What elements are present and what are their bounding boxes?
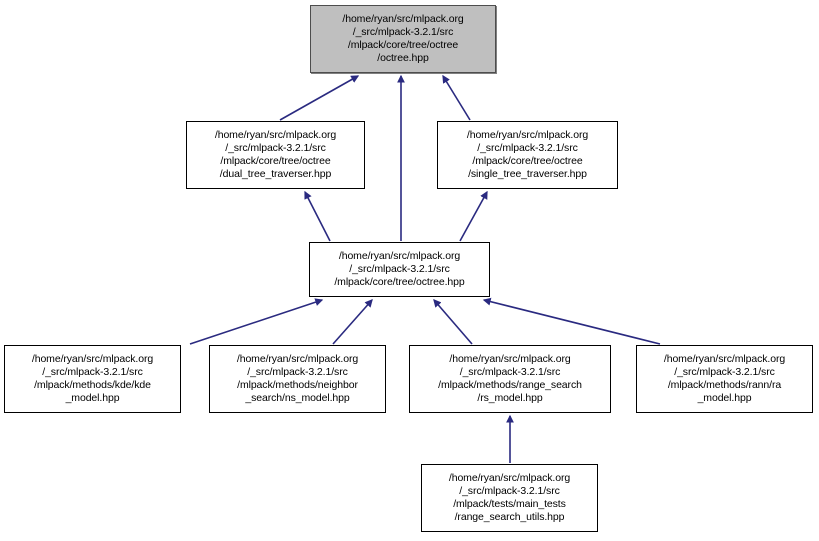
graph-node-label: /home/ryan/src/mlpack.org /_src/mlpack-3… [236,352,359,405]
graph-node-label: /home/ryan/src/mlpack.org /_src/mlpack-3… [214,128,337,181]
graph-node-kde_model[interactable]: /home/ryan/src/mlpack.org /_src/mlpack-3… [4,345,181,413]
graph-node-label: /home/ryan/src/mlpack.org /_src/mlpack-3… [342,12,464,65]
graph-edge-dual_tree_traverser-to-octree_impl [279,75,360,121]
graph-node-label: /home/ryan/src/mlpack.org /_src/mlpack-3… [334,249,465,289]
graph-edge-octree_hpp-to-dual_tree_traverser [304,190,331,242]
graph-node-octree_impl[interactable]: /home/ryan/src/mlpack.org /_src/mlpack-3… [310,5,496,73]
graph-node-label: /home/ryan/src/mlpack.org /_src/mlpack-3… [448,471,571,524]
graph-edge-single_tree_traverser-to-octree_impl [442,74,471,121]
graph-node-dual_tree_traverser[interactable]: /home/ryan/src/mlpack.org /_src/mlpack-3… [186,121,365,189]
graph-edge-rs_model-to-octree_hpp [433,299,473,345]
graph-node-ra_model[interactable]: /home/ryan/src/mlpack.org /_src/mlpack-3… [636,345,813,413]
graph-node-label: /home/ryan/src/mlpack.org /_src/mlpack-3… [31,352,154,405]
graph-node-label: /home/ryan/src/mlpack.org /_src/mlpack-3… [438,352,582,405]
graph-node-label: /home/ryan/src/mlpack.org /_src/mlpack-3… [466,128,589,181]
graph-node-range_search_utils[interactable]: /home/ryan/src/mlpack.org /_src/mlpack-3… [421,464,598,532]
graph-edge-ra_model-to-octree_hpp [482,297,661,345]
graph-edge-octree_hpp-to-single_tree_traverser [459,190,488,242]
graph-node-label: /home/ryan/src/mlpack.org /_src/mlpack-3… [663,352,786,405]
graph-node-rs_model[interactable]: /home/ryan/src/mlpack.org /_src/mlpack-3… [409,345,611,413]
graph-edge-ns_model-to-octree_hpp [332,299,373,345]
graph-node-octree_hpp[interactable]: /home/ryan/src/mlpack.org /_src/mlpack-3… [309,242,490,297]
graph-node-single_tree_traverser[interactable]: /home/ryan/src/mlpack.org /_src/mlpack-3… [437,121,618,189]
graph-node-ns_model[interactable]: /home/ryan/src/mlpack.org /_src/mlpack-3… [209,345,386,413]
graph-edge-kde_model-to-octree_hpp [189,298,324,345]
